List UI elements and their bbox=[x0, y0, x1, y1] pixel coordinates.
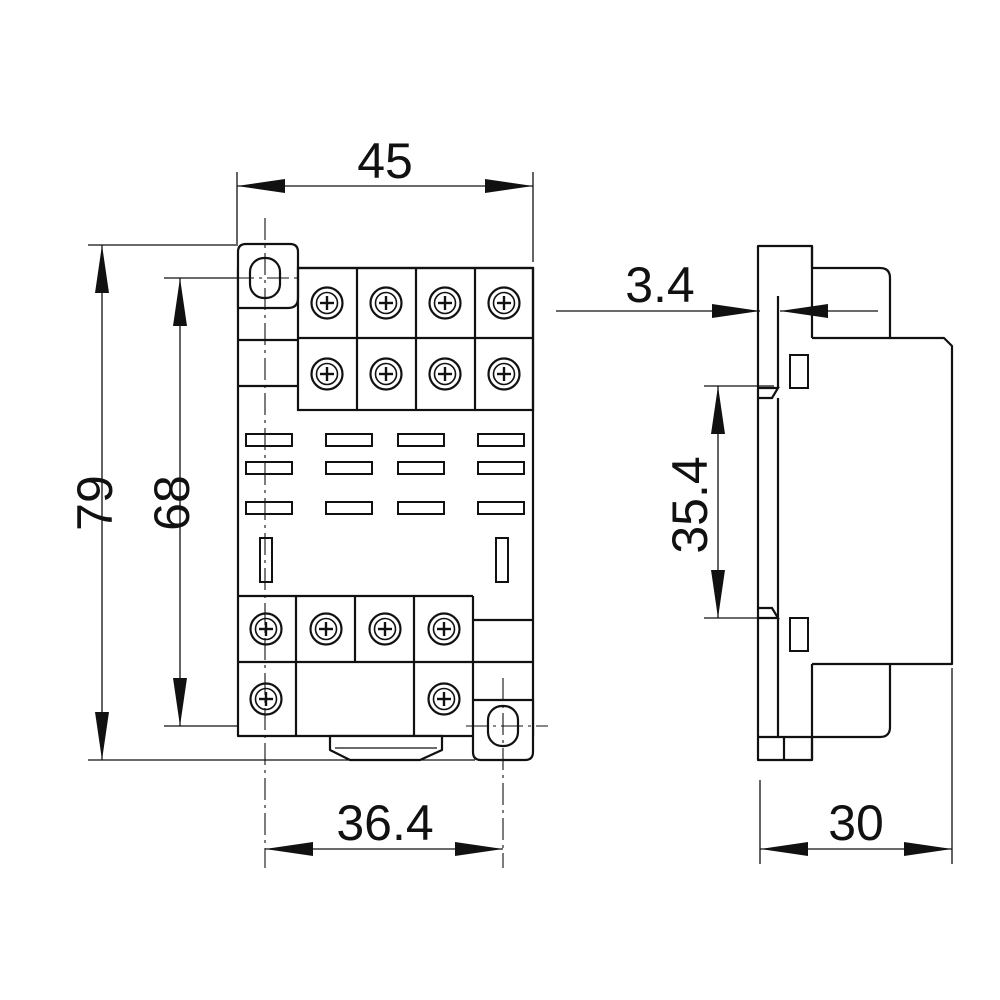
dim-height-79: 79 bbox=[67, 475, 123, 531]
upper-terminal-block bbox=[238, 266, 535, 412]
dim-rail-lip-3-4: 3.4 bbox=[625, 257, 695, 313]
phillips-screw-icon bbox=[310, 357, 344, 391]
front-view bbox=[232, 218, 548, 868]
phillips-screw-icon bbox=[369, 286, 403, 320]
phillips-screw-icon bbox=[368, 612, 402, 646]
dim-width-45: 45 bbox=[357, 133, 413, 189]
phillips-screw-icon bbox=[427, 682, 461, 716]
phillips-screw-icon bbox=[428, 357, 462, 391]
lower-terminal-block bbox=[238, 594, 533, 736]
dim-rail-width-35-4: 35.4 bbox=[662, 456, 718, 553]
phillips-screw-icon bbox=[427, 612, 461, 646]
rail-clip-top bbox=[758, 386, 780, 400]
dim-hole-spacing-68: 68 bbox=[144, 475, 200, 531]
dimension-lines: 45 79 68 36.4 3.4 35.4 bbox=[67, 133, 953, 864]
side-body-outline bbox=[756, 244, 954, 762]
phillips-screw-icon bbox=[428, 286, 462, 320]
dim-hole-spacing-36-4: 36.4 bbox=[336, 795, 433, 851]
phillips-screw-icon bbox=[487, 286, 521, 320]
phillips-screw-icon bbox=[249, 682, 283, 716]
phillips-screw-icon bbox=[487, 357, 521, 391]
phillips-screw-icon bbox=[309, 612, 343, 646]
phillips-screw-icon bbox=[249, 612, 283, 646]
side-window-top bbox=[789, 354, 809, 389]
phillips-screw-icon bbox=[310, 286, 344, 320]
phillips-screw-icon bbox=[369, 357, 403, 391]
side-window-bottom bbox=[789, 617, 809, 652]
dim-depth-30: 30 bbox=[828, 795, 884, 851]
side-view bbox=[756, 244, 954, 762]
relay-pin-slots bbox=[245, 433, 525, 583]
